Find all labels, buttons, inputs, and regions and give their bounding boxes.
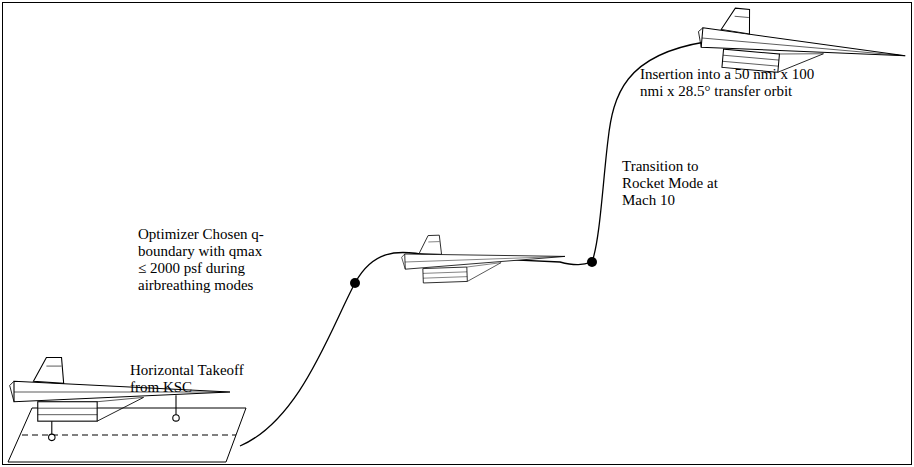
event-dot (587, 257, 597, 267)
takeoff-note: Horizontal Takeoff from KSC (130, 362, 260, 396)
vehicle-cruise (401, 231, 566, 284)
trajectory-curve (240, 42, 705, 446)
frame (3, 3, 912, 465)
transition-note: Transition to Rocket Mode at Mach 10 (622, 158, 730, 209)
event-dot (350, 278, 360, 288)
q-boundary-note: Optimizer Chosen q-boundary with qmax ≤ … (138, 226, 266, 294)
insertion-note: Insertion into a 50 nmi x 100 nmi x 28.5… (640, 66, 815, 100)
